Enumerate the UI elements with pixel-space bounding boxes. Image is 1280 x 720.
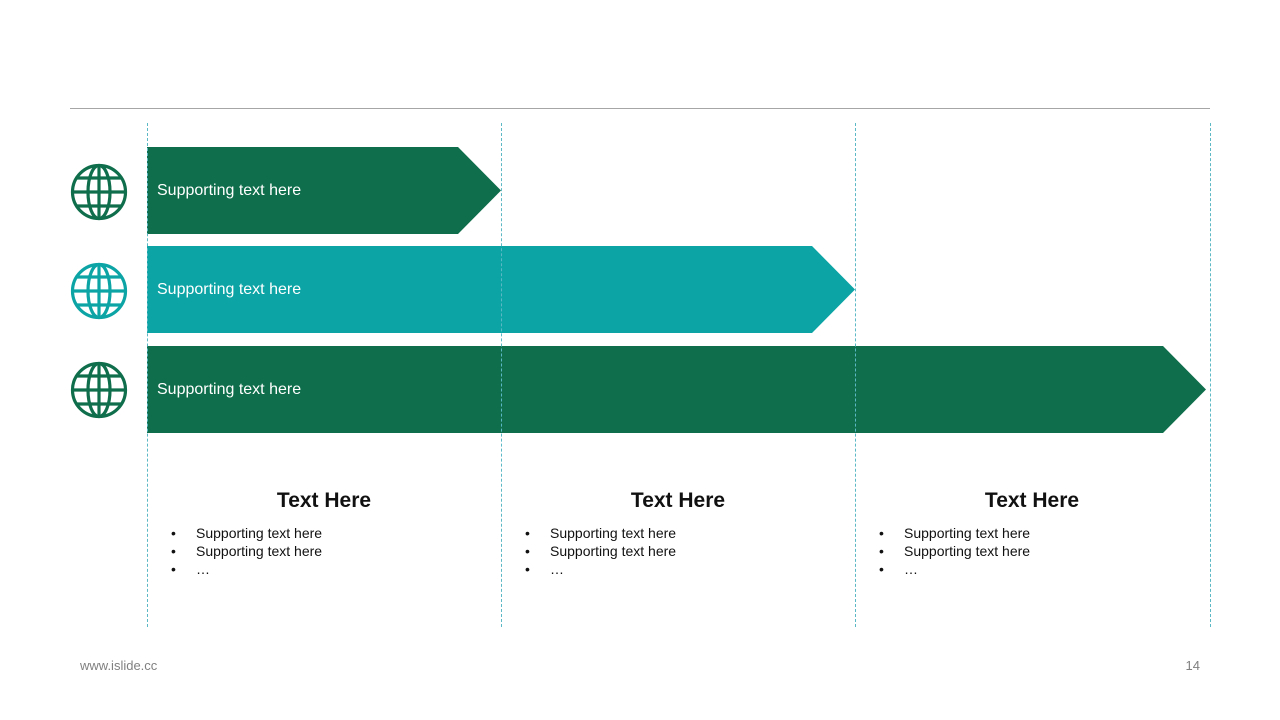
list-item: …	[171, 560, 501, 578]
bullet-list: Supporting text here Supporting text her…	[147, 524, 501, 578]
arrow-row-1: Supporting text here	[147, 147, 502, 234]
column-title: Text Here	[630, 489, 726, 512]
guide-line-1	[147, 123, 148, 627]
page-number: 14	[1185, 658, 1200, 673]
arrow-label: Supporting text here	[157, 381, 302, 398]
column-title: Text Here	[276, 489, 372, 512]
column-3: Text Here Supporting text here Supportin…	[855, 486, 1209, 578]
column-2: Text Here Supporting text here Supportin…	[501, 486, 855, 578]
guide-line-3	[855, 123, 856, 627]
bullet-list: Supporting text here Supporting text her…	[501, 524, 855, 578]
column-title: Text Here	[984, 489, 1080, 512]
list-item: …	[879, 560, 1209, 578]
list-item: …	[525, 560, 855, 578]
arrow-label: Supporting text here	[157, 281, 302, 298]
bullet-list: Supporting text here Supporting text her…	[855, 524, 1209, 578]
footer-url: www.islide.cc	[80, 658, 158, 673]
top-divider	[70, 108, 1210, 109]
globe-icon	[70, 163, 128, 221]
guide-line-2	[501, 123, 502, 627]
list-item: Supporting text here	[525, 524, 855, 542]
list-item: Supporting text here	[879, 542, 1209, 560]
arrow-label: Supporting text here	[157, 182, 302, 199]
list-item: Supporting text here	[525, 542, 855, 560]
list-item: Supporting text here	[171, 542, 501, 560]
globe-icon	[70, 361, 128, 419]
column-1: Text Here Supporting text here Supportin…	[147, 486, 501, 578]
guide-line-4	[1210, 123, 1211, 627]
arrow-row-3: Supporting text here	[147, 346, 1207, 433]
list-item: Supporting text here	[879, 524, 1209, 542]
globe-icon	[70, 262, 128, 320]
list-item: Supporting text here	[171, 524, 501, 542]
